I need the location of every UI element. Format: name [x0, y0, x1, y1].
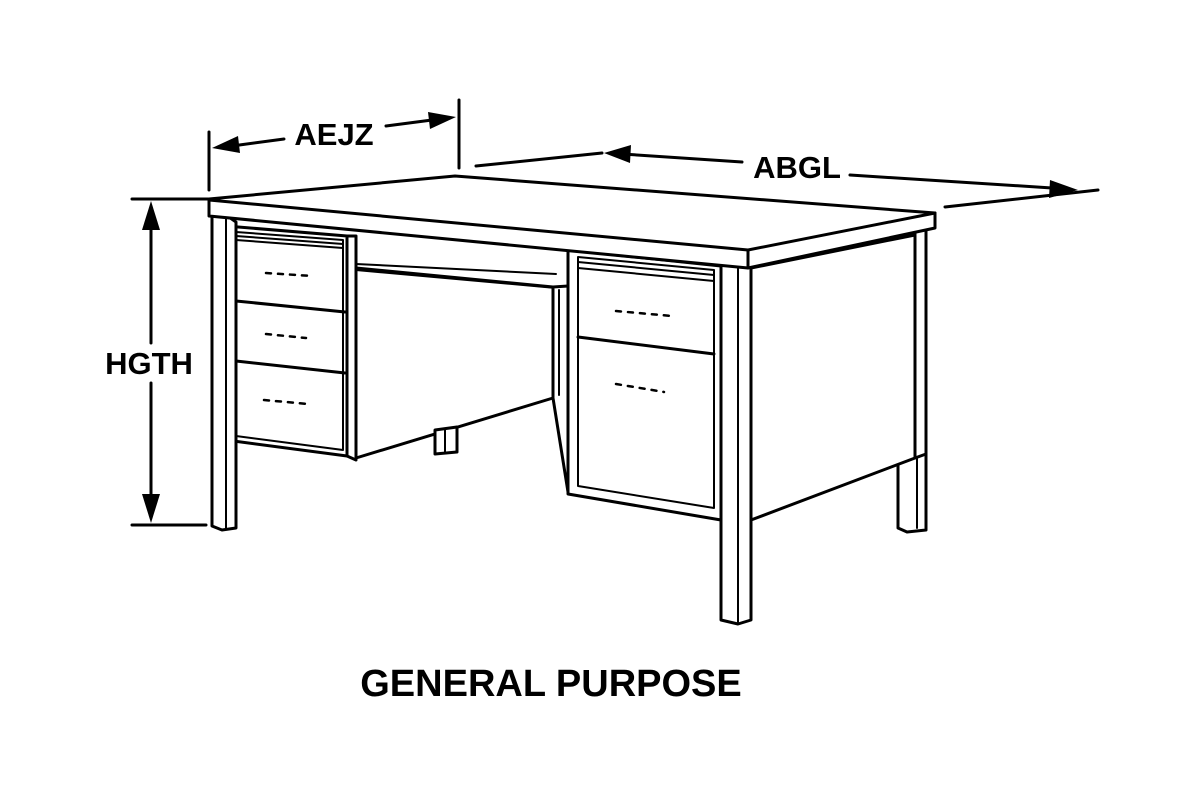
front-left-leg: [210, 213, 238, 532]
depth-dimension: AEJZ: [207, 98, 461, 192]
depth-dimension-line-left: [230, 137, 286, 148]
right-side-panel: [749, 233, 917, 522]
length-extension-top: [474, 151, 604, 168]
depth-arrowhead-left: [212, 136, 240, 153]
length-dimension: ABGL: [474, 145, 1100, 209]
right-pedestal: [566, 248, 723, 522]
left-drawer-3: [262, 398, 310, 406]
left-pedestal: [224, 224, 349, 458]
right-drawer-1: [576, 309, 716, 356]
depth-dimension-line-right: [384, 118, 434, 128]
left-drawer-1: [234, 271, 347, 314]
length-extension-bottom: [943, 188, 1100, 209]
height-dimension: HGTH: [105, 197, 210, 527]
right-file-drawer: [614, 382, 666, 394]
length-dimension-line-right: [848, 173, 1054, 190]
diagram-caption: GENERAL PURPOSE: [360, 663, 741, 705]
depth-arrowhead-right: [428, 112, 456, 129]
depth-label: AEJZ: [294, 117, 373, 152]
rear-center-leg: [433, 425, 459, 456]
desk-top: [207, 174, 937, 270]
front-right-leg: [719, 260, 753, 626]
length-dimension-line-left: [620, 152, 744, 164]
length-arrowhead-left: [604, 145, 631, 163]
height-label: HGTH: [105, 346, 193, 381]
length-arrowhead-right: [1049, 180, 1078, 198]
desk: [207, 174, 937, 626]
right-pedestal-side: [551, 284, 570, 494]
length-label: ABGL: [753, 150, 841, 185]
back-right-upright: [913, 222, 928, 460]
height-arrowhead-top: [142, 201, 160, 230]
left-drawer-2: [234, 332, 347, 375]
height-arrowhead-bottom: [142, 494, 160, 523]
